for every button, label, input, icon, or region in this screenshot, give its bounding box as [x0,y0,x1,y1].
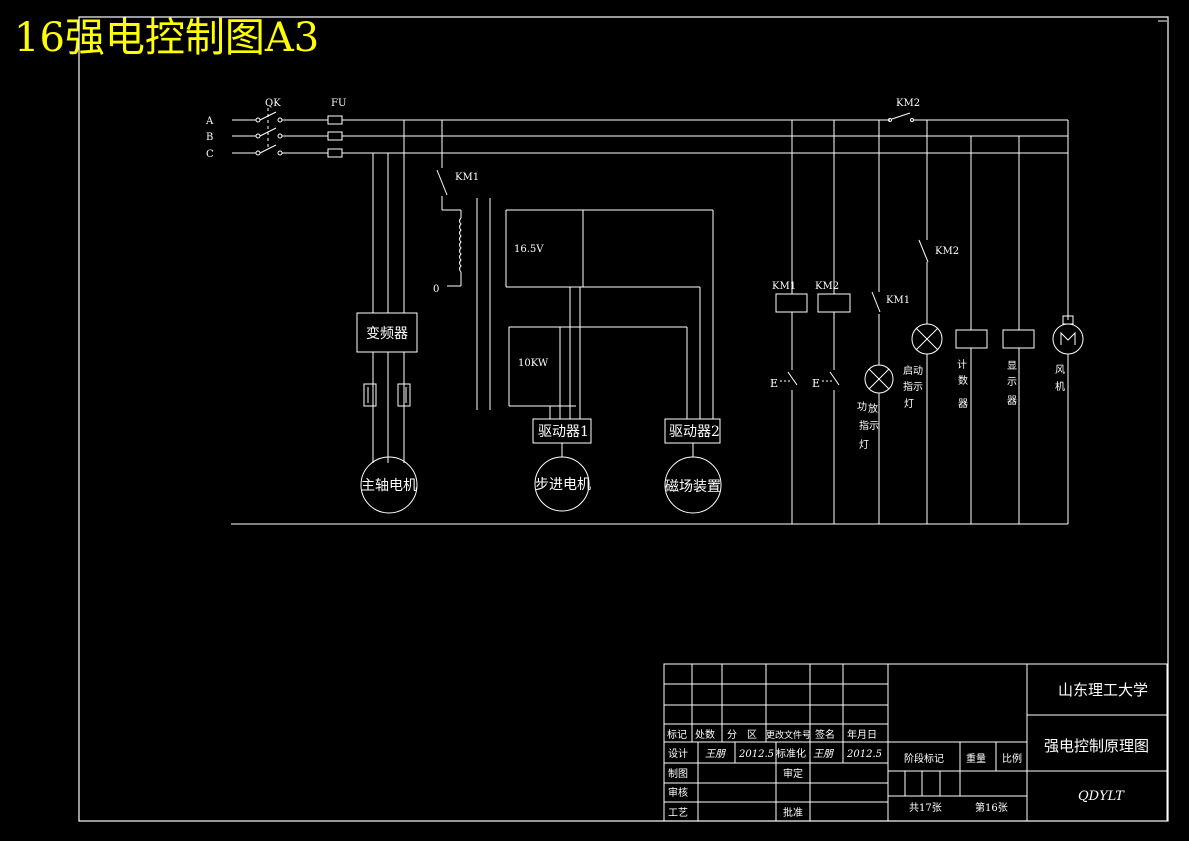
page-title: 16强电控制图A3 [14,15,320,61]
magnetic-device [664,456,722,514]
fan-label-2: 机 [1055,380,1065,393]
start-lamp-label-2: 指示 [903,380,923,393]
display-box [1002,329,1035,349]
tb-draw-label: 制图 [668,767,688,780]
counter-label-3: 器 [958,398,968,410]
title-block: 山东理工大学 强电控制原理图 QDYLT 标记 处数 分 区 更改文件号 签名 … [663,663,1168,822]
e-label-2: E [812,377,820,390]
tb-design-label: 设计 [668,747,688,760]
km1-contact-label: KM1 [455,172,479,183]
e-label-1: E [770,377,778,390]
control-branches: KM1 E KM2 E KM1 功 放 指 示 灯 KM2 [770,120,1084,524]
tb-header-date: 年月日 [847,728,877,741]
magnetic-device-label: 磁场装置 [665,479,721,495]
start-lamp-label-3: 灯 [904,398,914,410]
power-lamp-label-4: 示 [869,421,879,432]
stepper-motor-label: 步进电机 [535,477,591,493]
km2-aux-label: KM2 [935,246,959,257]
drawing-name: 强电控制原理图 [1044,737,1149,755]
tb-header-count: 处数 [695,728,715,741]
km1-aux-label: KM1 [886,295,910,306]
fan-motor [1052,315,1084,355]
spindle-branch: 变频器 主轴电机 [356,120,418,514]
phase-label-b: B [206,132,213,143]
tb-weight: 重量 [966,752,986,765]
power-lamp-label-5: 灯 [859,439,869,451]
vfd-box [356,312,418,353]
tb-stage-mark: 阶段标记 [904,752,944,765]
power-lamp-label-3: 指 [859,419,869,432]
km1-coil [775,293,808,313]
tb-design-date: 2012.5 [738,749,774,760]
tb-approve-review-label: 审定 [783,767,803,780]
fan-label-1: 风 [1055,364,1065,376]
tb-sheet-no: 第16张 [975,801,1008,814]
phase-label-a: A [205,116,214,127]
stepper-motor [534,456,590,512]
tb-design-name: 王朋 [705,749,727,760]
drawing-code: QDYLT [1078,789,1125,804]
voltage-16-5v-label: 16.5V [514,244,544,255]
tb-header-signature: 签名 [815,728,835,741]
tb-standard-date: 2012.5 [846,749,882,760]
three-phase-supply: A B C QK FU [205,98,1069,525]
display-label-2: 示 [1007,377,1017,388]
fu-fuses [327,115,343,158]
counter-label-2: 数 [958,374,968,387]
tb-header-zone: 分 区 [727,729,757,741]
spindle-fuses [363,383,411,407]
tb-process-label: 工艺 [668,807,688,819]
spindle-motor [360,456,418,514]
km2-top-label: KM2 [896,98,920,109]
zero-label: 0 [433,284,439,295]
driver-2-label: 驱动器2 [669,424,720,440]
qk-label: QK [265,98,281,109]
qk-switch [255,108,283,156]
km2-main-contact [888,112,914,122]
tb-header-mark: 标记 [667,729,687,741]
km2-coil-label: KM2 [815,281,839,292]
driver-1-label: 驱动器1 [538,424,589,440]
phase-label-c: C [206,149,214,160]
km1-coil-label: KM1 [772,281,796,292]
km1-contact [436,169,448,196]
display-label-1: 显 [1007,360,1017,372]
tb-standard-label: 标准化 [776,747,806,760]
fu-label: FU [331,98,346,109]
tb-standard-name: 王朋 [813,749,835,760]
start-indicator-lamp [911,323,943,355]
power-lamp-label-1: 功 [857,401,867,413]
start-lamp-label-1: 启动 [903,364,923,377]
vfd-label: 变频器 [366,326,408,342]
tb-total-sheets: 共17张 [909,802,942,814]
tb-check-label: 审核 [668,786,688,799]
tb-approve-label: 批准 [783,806,803,819]
counter-label-1: 计 [957,358,967,371]
power-indicator-lamp [864,364,894,394]
tb-header-change-doc: 更改文件号 [766,729,811,741]
spindle-motor-label: 主轴电机 [361,478,417,494]
km2-coil [817,293,851,313]
university-name: 山东理工大学 [1058,681,1148,699]
drawing-frame [78,16,1169,822]
power-10kw-label: 10KW [518,358,549,369]
tb-scale: 比例 [1002,752,1022,765]
counter-box [955,329,988,349]
display-label-3: 器 [1007,395,1017,407]
power-lamp-label-2: 放 [868,402,878,415]
driver-branch: KM1 0 16.5V 10KW 驱动器1 步进电机 驱动器2 [433,120,722,514]
